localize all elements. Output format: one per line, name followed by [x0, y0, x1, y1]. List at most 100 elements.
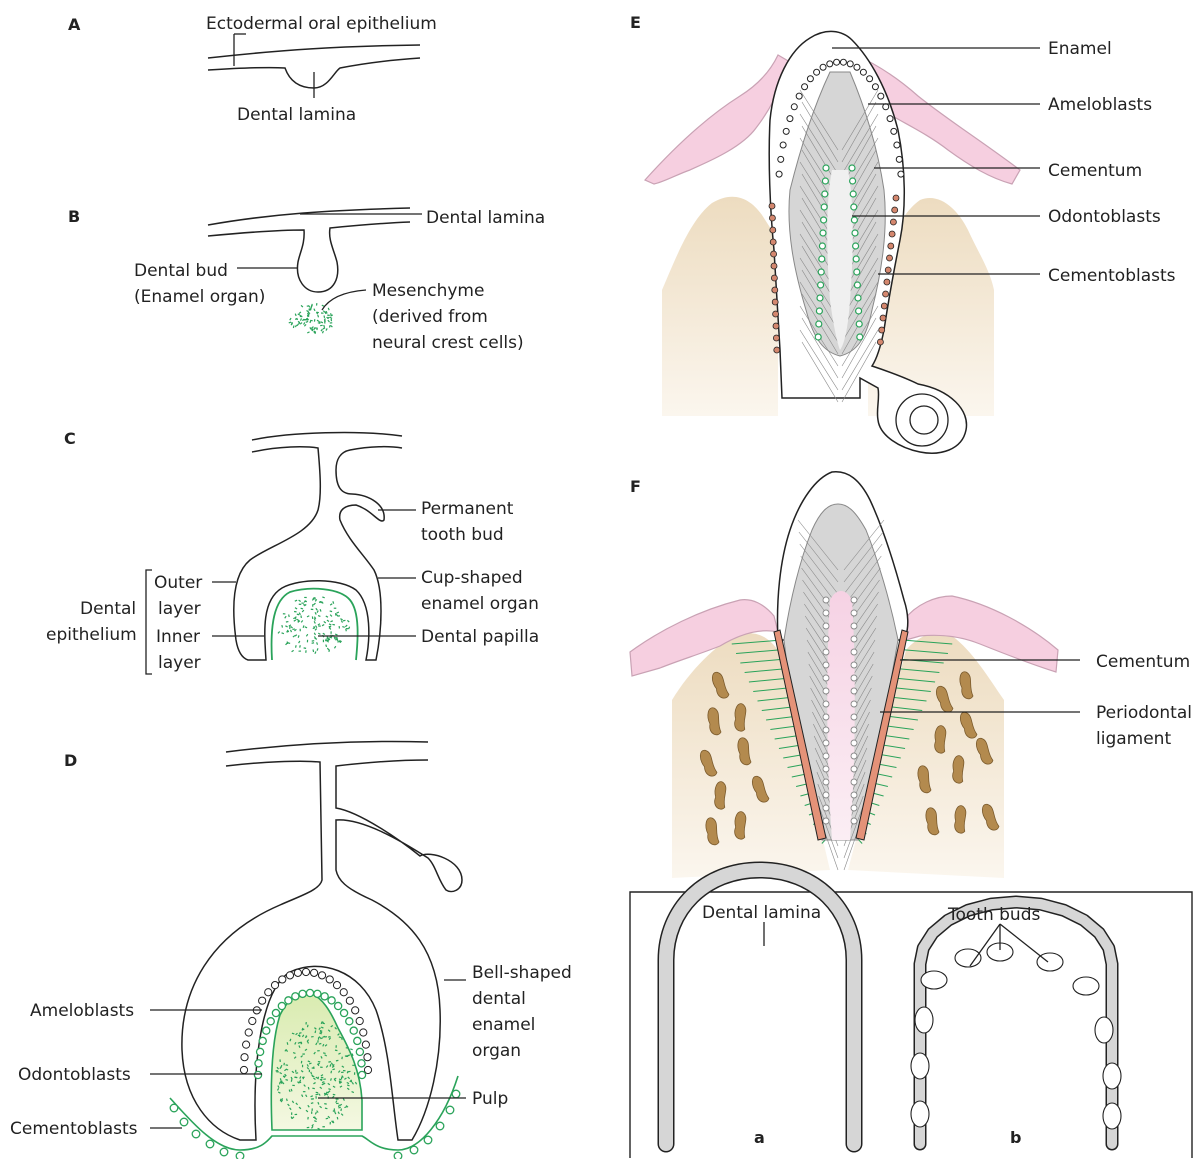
odontoblast-cell [856, 308, 862, 314]
odontoblast-cell [823, 662, 829, 668]
odontoblast-cell [815, 334, 821, 340]
panel-b: B Dental lamina Dental bud (Enamel organ… [68, 207, 545, 353]
ameloblast-cell [791, 104, 797, 110]
label-tooth-buds: Tooth buds [947, 905, 1040, 925]
speckle [317, 642, 318, 644]
odontoblast-cell [851, 727, 857, 733]
inset-dental-arch: Dental lamina Tooth buds a b [630, 870, 1192, 1158]
speckle [329, 624, 331, 625]
cementoblast-cell [236, 1152, 244, 1159]
ameloblast-cell [259, 997, 266, 1004]
speckle [303, 625, 304, 627]
odontoblast-cell [823, 792, 829, 798]
cementoblast-cell [769, 215, 775, 221]
odontoblast-cell [823, 727, 829, 733]
ameloblast-cell [333, 982, 340, 989]
odontoblast-cell [278, 1002, 285, 1009]
speckle [282, 625, 283, 627]
odontoblast-cell [817, 295, 823, 301]
speckle [330, 615, 332, 617]
ameloblast-cell [356, 1017, 363, 1024]
odontoblast-cell [328, 997, 335, 1004]
speckle [328, 1062, 330, 1063]
label-inner: Inner [156, 627, 200, 647]
odontoblast-cell [856, 321, 862, 327]
speckle [294, 1077, 296, 1078]
speckle [315, 629, 317, 631]
b-epithelium-upper [208, 208, 410, 225]
cementoblast-cell [887, 255, 893, 261]
cementoblast-cell [446, 1106, 454, 1114]
cementoblast-cell [889, 231, 895, 237]
speckle [347, 1085, 349, 1086]
cementoblast-cell [424, 1136, 432, 1144]
odontoblast-cell [823, 675, 829, 681]
speckle [331, 325, 333, 327]
speckle [326, 1092, 328, 1093]
speckle [287, 1042, 288, 1044]
label-bell-shaped: Bell-shaped [472, 963, 572, 983]
tooth-bud [1095, 1017, 1113, 1043]
ameloblast-cell [894, 142, 900, 148]
ameloblast-cell [807, 76, 813, 82]
ameloblast-cell [364, 1066, 371, 1073]
ameloblast-cell [302, 968, 309, 975]
odontoblast-cell [857, 334, 863, 340]
odontoblast-cell [358, 1071, 365, 1078]
speckle [302, 1028, 303, 1030]
panel-d-letter: D [64, 751, 77, 770]
speckle [325, 1108, 327, 1109]
speckle [315, 638, 317, 639]
odontoblast-cell [851, 649, 857, 655]
speckle [346, 1048, 348, 1049]
cementoblast-cell [770, 239, 776, 245]
label-mesenchyme: Mesenchyme [372, 281, 484, 301]
odontoblast-cell [855, 295, 861, 301]
odontoblast-cell [818, 282, 824, 288]
speckle [304, 601, 306, 603]
ameloblast-cell [340, 989, 347, 996]
odontoblast-cell [851, 740, 857, 746]
e-gum-left [645, 55, 790, 184]
speckle [307, 616, 309, 617]
speckle [318, 633, 320, 634]
speckle [334, 637, 335, 639]
ameloblast-cell [352, 1007, 359, 1014]
cementoblast-cell [773, 311, 779, 317]
label-organ-d: organ [472, 1041, 521, 1061]
odontoblast-cell [306, 989, 313, 996]
speckle [299, 1082, 301, 1083]
ameloblast-cell [362, 1041, 369, 1048]
speckle [323, 1053, 325, 1054]
label-ameloblasts-e: Ameloblasts [1048, 95, 1152, 115]
speckle [305, 627, 307, 628]
cementoblast-cell [884, 279, 890, 285]
speckle [295, 314, 296, 316]
speckle [326, 616, 328, 617]
ameloblast-cell [814, 69, 820, 75]
odontoblast-cell [358, 1060, 365, 1067]
ameloblast-cell [883, 104, 889, 110]
label-dental-papilla: Dental papilla [421, 627, 539, 647]
odontoblast-cell [823, 688, 829, 694]
label-cup-shaped: Cup-shaped [421, 568, 523, 588]
odontoblast-cell [823, 649, 829, 655]
speckle [316, 608, 318, 610]
speckle [319, 1043, 321, 1044]
cementoblast-cell [452, 1090, 460, 1098]
cementoblast-cell [774, 347, 780, 353]
panel-a-letter: A [68, 15, 81, 34]
ameloblast-cell [847, 61, 853, 67]
label-epithelium: epithelium [46, 625, 137, 645]
speckle [293, 1053, 295, 1054]
label-odontoblasts-d: Odontoblasts [18, 1065, 131, 1085]
speckle [326, 311, 327, 313]
odontoblast-cell [823, 766, 829, 772]
cementoblast-cell [180, 1118, 188, 1126]
label-periodontal: Periodontal [1096, 703, 1192, 723]
speckle [318, 616, 320, 617]
speckle [337, 641, 339, 642]
odontoblast-cell [851, 753, 857, 759]
cementoblast-cell [883, 291, 889, 297]
speckle [317, 611, 318, 613]
